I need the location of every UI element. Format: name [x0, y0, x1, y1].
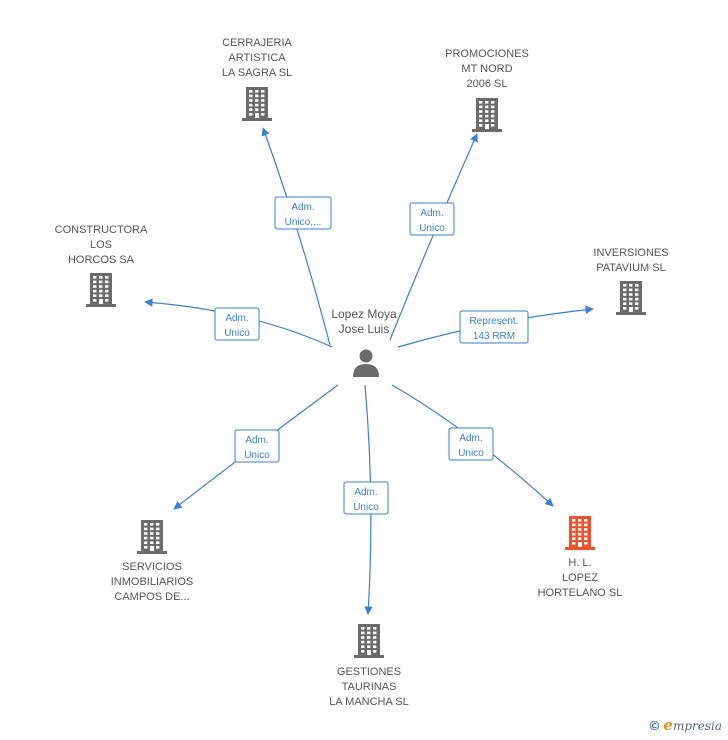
- edge-inversiones[interactable]: Represent. 143 RRM: [397, 305, 594, 348]
- company-name-line: 2006 SL: [467, 78, 508, 90]
- company-name-line: GESTIONES: [337, 666, 401, 678]
- person-icon: [353, 349, 379, 377]
- company-name-line: LA SAGRA SL: [222, 67, 292, 79]
- company-name-line: PROMOCIONES: [445, 48, 529, 60]
- company-node-inversiones[interactable]: INVERSIONES PATAVIUM SL: [593, 247, 669, 315]
- company-name-line: CONSTRUCTORA: [55, 224, 148, 236]
- edge-label-text: Unico,...: [285, 217, 322, 228]
- company-name-line: CERRAJERIA: [222, 37, 292, 49]
- building-icon: [242, 87, 272, 121]
- building-icon: [616, 281, 646, 315]
- company-node-gestiones[interactable]: GESTIONES TAURINAS LA MANCHA SL: [329, 624, 409, 708]
- company-node-servicios[interactable]: SERVICIOS INMOBILIARIOS CAMPOS DE...: [111, 520, 194, 603]
- edge-label-text: Represent.: [470, 316, 519, 327]
- building-icon: [137, 520, 167, 554]
- edge-label-text: Unico: [244, 450, 270, 461]
- edge-label-box: [274, 196, 332, 230]
- building-icon: [565, 516, 595, 550]
- edge-label-box: [409, 202, 455, 236]
- company-name-line: MT NORD: [461, 63, 512, 75]
- company-name-line: SERVICIOS: [122, 561, 182, 573]
- company-name-line: ARTISTICA: [228, 52, 286, 64]
- edge-hl-lopez[interactable]: Adm. Unico: [391, 384, 554, 507]
- edge-label-box: [448, 427, 494, 461]
- building-icon: [354, 624, 384, 658]
- company-node-hl-lopez[interactable]: H. L. LOPEZ HORTELANO SL: [538, 516, 623, 599]
- nodes-layer: CERRAJERIA ARTISTICA LA SAGRA SL PROMOCIONE…: [55, 37, 669, 708]
- company-name-line: HORCOS SA: [68, 254, 135, 266]
- edge-label-box: [459, 310, 529, 344]
- edge-line: [389, 133, 478, 341]
- company-name-line: INVERSIONES: [593, 247, 668, 259]
- company-name-line: CAMPOS DE...: [114, 591, 189, 603]
- building-icon: [86, 273, 116, 307]
- edge-constructora[interactable]: Adm. Unico: [144, 298, 333, 348]
- edge-label-text: Adm.: [225, 313, 248, 324]
- company-name-line: H. L.: [568, 557, 591, 569]
- edge-label-text: 143 RRM: [473, 331, 515, 342]
- company-name-line: PATAVIUM SL: [596, 262, 665, 274]
- company-name-line: LOS: [90, 239, 112, 251]
- edge-label-text: Adm.: [291, 202, 314, 213]
- edge-label-box: [234, 429, 280, 463]
- company-name-line: LA MANCHA SL: [329, 696, 408, 708]
- edge-label-text: Adm.: [420, 208, 443, 219]
- edge-label-text: Unico: [353, 502, 379, 513]
- edge-label-text: Adm.: [459, 433, 482, 444]
- brand-credit: © empresia: [650, 716, 722, 734]
- company-name-line: INMOBILIARIOS: [111, 576, 194, 588]
- edge-label-box: [343, 481, 389, 515]
- edge-promociones[interactable]: Adm. Unico: [389, 133, 478, 341]
- company-node-cerrajeria[interactable]: CERRAJERIA ARTISTICA LA SAGRA SL: [222, 37, 293, 121]
- edge-line: [261, 127, 331, 346]
- edge-label-text: Unico: [419, 223, 445, 234]
- edge-cerrajeria[interactable]: Adm. Unico,...: [261, 127, 332, 346]
- edge-label-text: Adm.: [354, 487, 377, 498]
- edge-label-text: Unico: [458, 448, 484, 459]
- edges-layer: Adm.Unico,...Adm.UnicoAdm.UnicoRepresent…: [144, 127, 594, 615]
- person-name-line: Lopez Moya: [331, 307, 397, 321]
- edge-label-text: Adm.: [245, 435, 268, 446]
- company-node-constructora[interactable]: CONSTRUCTORA LOS HORCOS SA: [55, 224, 148, 307]
- edge-label-box: [214, 307, 260, 341]
- company-name-line: TAURINAS: [342, 681, 397, 693]
- company-name-line: LOPEZ: [562, 572, 598, 584]
- building-icon: [472, 98, 502, 132]
- edge-servicios[interactable]: Adm. Unico: [173, 384, 339, 510]
- person-name-line: Jose Luis: [339, 322, 390, 336]
- company-name-line: HORTELANO SL: [538, 587, 623, 599]
- brand-logo: empresia: [663, 716, 722, 734]
- edge-label-text: Unico: [224, 328, 250, 339]
- company-node-promociones[interactable]: PROMOCIONES MT NORD 2006 SL: [445, 48, 529, 132]
- copyright-icon: ©: [649, 717, 660, 733]
- edge-gestiones[interactable]: Adm. Unico: [343, 384, 389, 615]
